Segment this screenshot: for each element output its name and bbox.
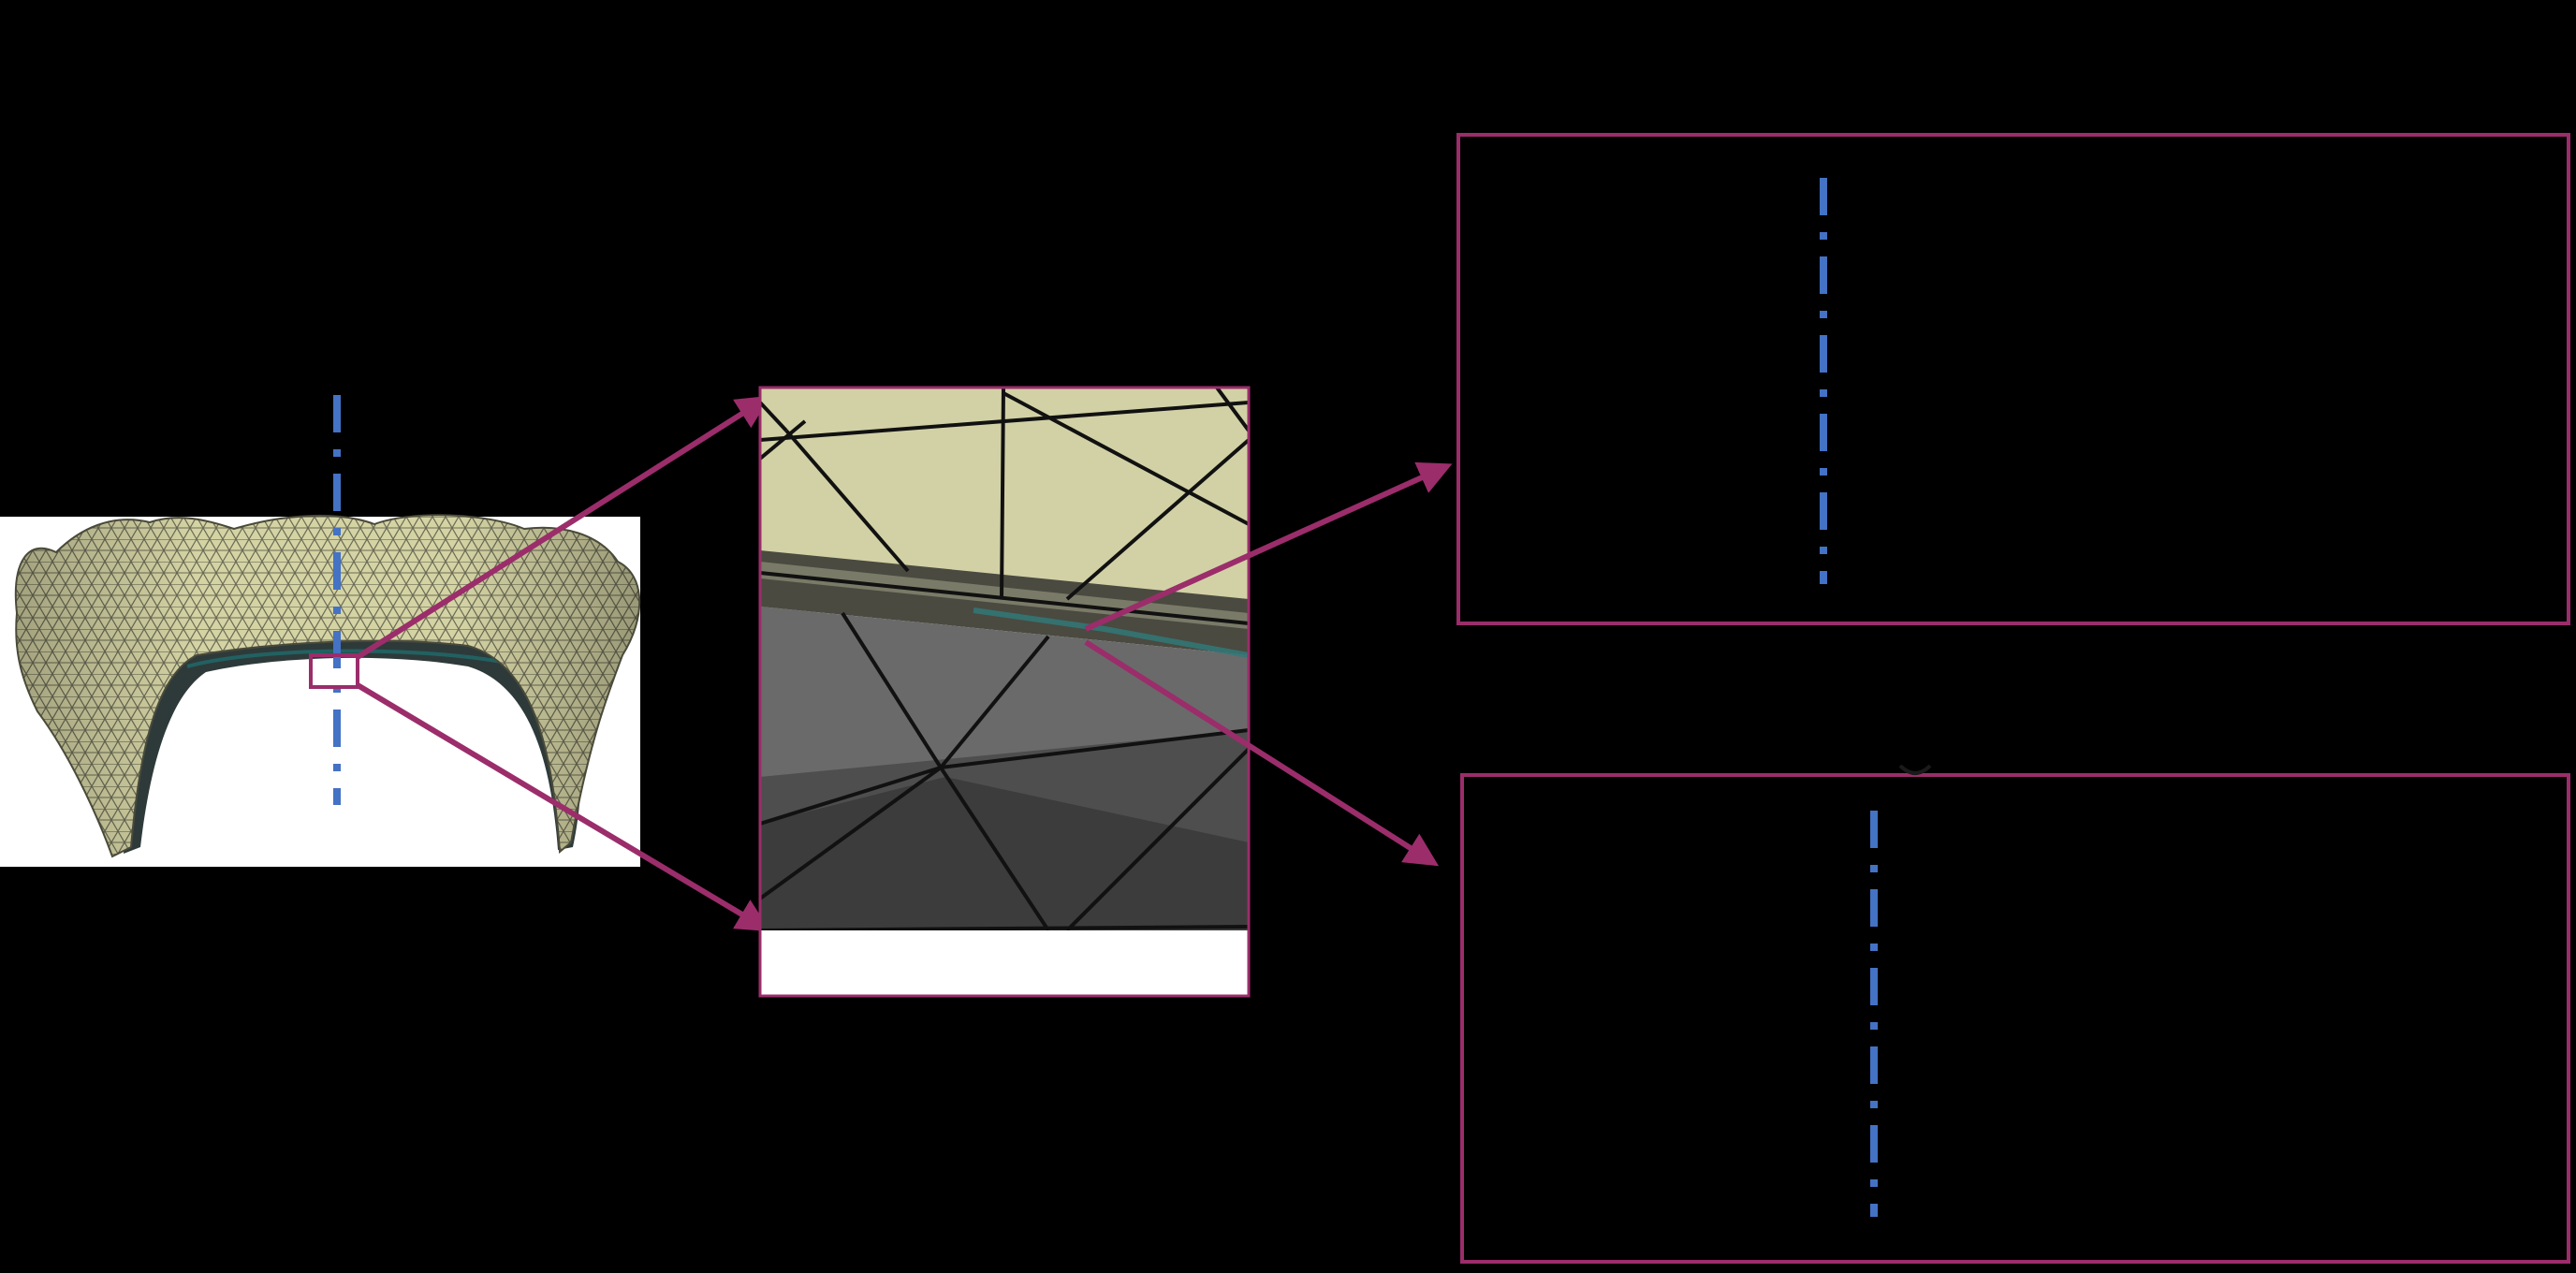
top-detail-box-border [1456,133,2570,625]
arrow-zoom-to-bottom-box [1084,639,1440,867]
bottom-detail-box-border [1460,773,2570,1264]
crown-panel [0,395,641,867]
arrow-zoom-to-top-box [1084,461,1453,632]
bottom-detail-box [1460,764,2570,1264]
crown-outline [14,514,641,858]
crown-selection-box [309,653,359,689]
top-detail-box [1456,133,2570,625]
bottom-box-mark [1898,764,1932,775]
zoom-panel-border [758,386,1251,998]
zoom-panel [758,386,1251,998]
zoomed-mesh-detail [760,388,1249,930]
arrow-selection-to-zoom-bottom [356,682,771,932]
arrow-selection-to-zoom-top [356,395,771,660]
